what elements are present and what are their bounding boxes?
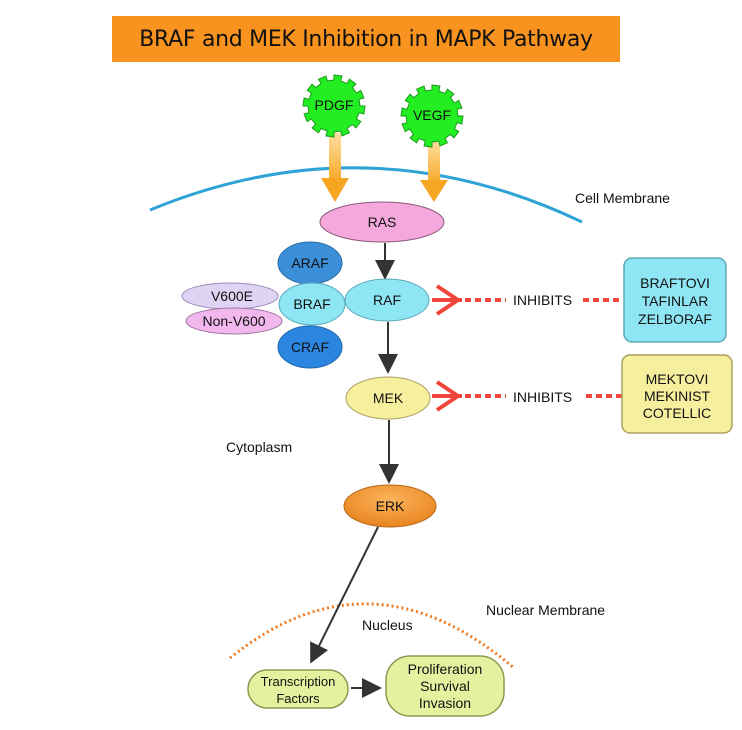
vegf-arrow (420, 140, 448, 202)
cell-membrane-label: Cell Membrane (575, 190, 670, 206)
araf-label: ARAF (291, 255, 328, 271)
braf-label: BRAF (293, 296, 330, 312)
craf-node (277, 325, 343, 369)
mek-drug-1: MEKTOVI (646, 371, 709, 387)
nuclear-membrane-arc (229, 602, 515, 670)
transcription-factors-box (247, 669, 349, 709)
mek-inhibit-marker (432, 380, 622, 412)
cell-membrane-arc (149, 166, 583, 224)
mek-drug-2: MEKINIST (644, 388, 711, 404)
pdgf-arrow (321, 133, 349, 202)
braf-drug-3: ZELBORAF (638, 311, 712, 327)
outcomes-box (385, 655, 505, 717)
craf-label: CRAF (291, 339, 329, 355)
erk-label: ERK (376, 498, 405, 514)
pdgf-label: PDGF (315, 97, 354, 113)
braf-inhibitor-box (623, 257, 727, 343)
vegf-label: VEGF (413, 107, 451, 123)
nucleus-label: Nucleus (362, 617, 413, 633)
braf-node (278, 282, 346, 326)
vegf-gear-icon (400, 84, 464, 148)
mek-inhibitor-box (621, 354, 733, 434)
non-v600-label: Non-V600 (202, 313, 265, 329)
outcome-proliferation: Proliferation (408, 661, 483, 677)
raf-label: RAF (373, 292, 401, 308)
cytoplasm-label: Cytoplasm (226, 439, 292, 455)
braf-drug-2: TAFINLAR (642, 293, 709, 309)
diagram-title: BRAF and MEK Inhibition in MAPK Pathway (139, 26, 593, 52)
erk-to-transcription-arrow (310, 526, 379, 664)
transcription-line-1: Transcription (261, 674, 336, 689)
raf-inhibits-label: INHIBITS (513, 292, 572, 308)
ras-node (319, 201, 445, 243)
mek-label: MEK (373, 390, 404, 406)
ras-label: RAS (368, 214, 397, 230)
mek-drug-3: COTELLIC (643, 405, 711, 421)
raf-node (344, 278, 430, 322)
nuclear-membrane-label: Nuclear Membrane (486, 602, 605, 618)
erk-node (343, 484, 437, 528)
title-banner: BRAF and MEK Inhibition in MAPK Pathway (112, 16, 620, 62)
pdgf-gear-icon (302, 74, 366, 138)
v600e-label: V600E (211, 288, 253, 304)
outcome-survival: Survival (420, 678, 470, 694)
mek-node (345, 376, 431, 420)
mek-inhibits-label: INHIBITS (513, 389, 572, 405)
transcription-line-2: Factors (276, 691, 320, 706)
non-v600-node (185, 307, 283, 335)
braf-drug-1: BRAFTOVI (640, 275, 710, 291)
outcome-invasion: Invasion (419, 695, 471, 711)
raf-inhibit-marker (432, 284, 622, 316)
